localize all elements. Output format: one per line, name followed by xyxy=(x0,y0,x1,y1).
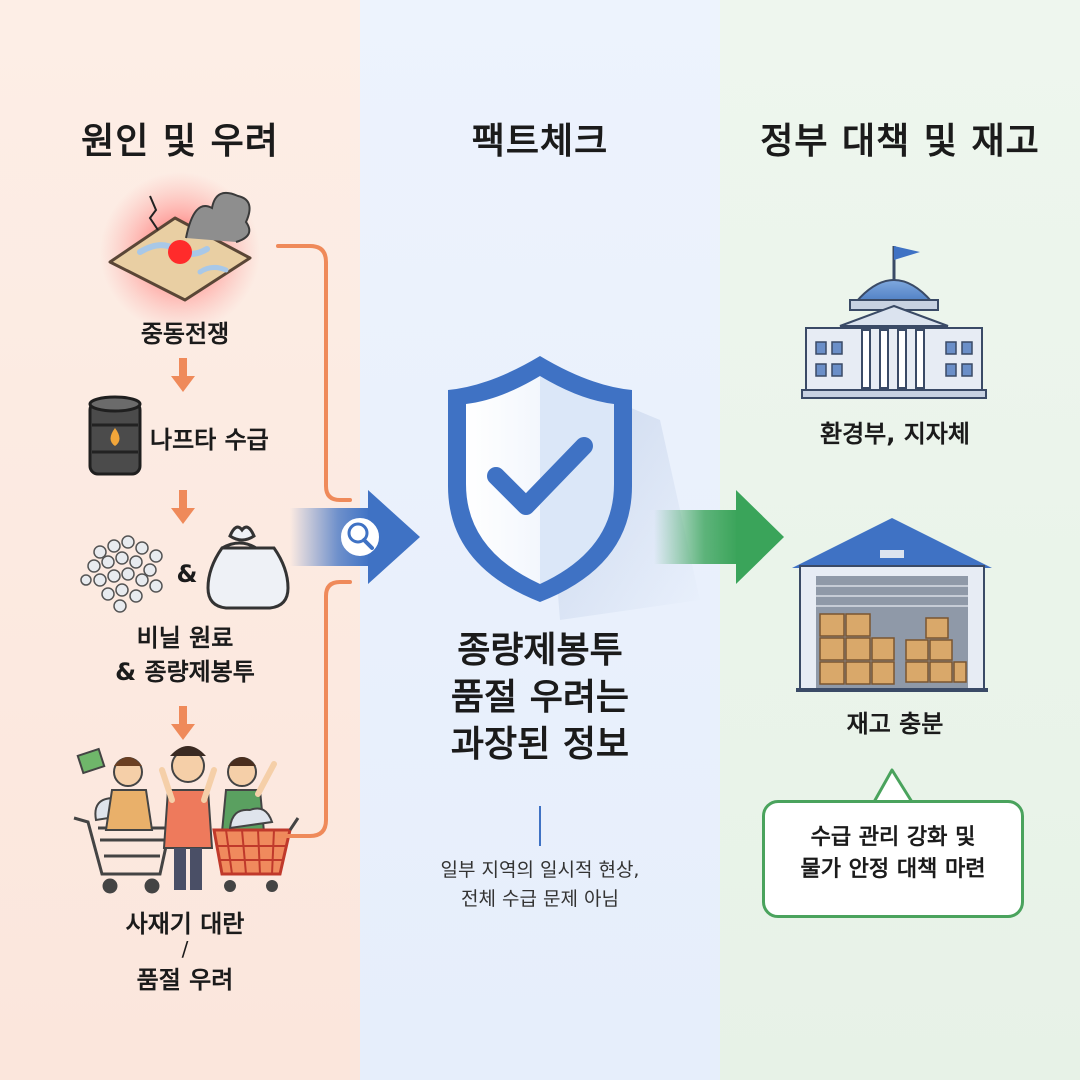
war-map-icon xyxy=(100,172,260,332)
headline-line-2: 품절 우려는 xyxy=(450,676,630,718)
government-title: 정부 대책 및 재고 xyxy=(760,121,1040,162)
factcheck-headline: 종량제봉투 품절 우려는 과장된 정보 xyxy=(380,628,700,768)
government-building-icon xyxy=(801,246,987,399)
cause-flow-arrow xyxy=(171,706,195,740)
factcheck-title: 팩트체크 xyxy=(471,121,609,162)
headline-line-1: 종량제봉투 xyxy=(457,630,623,671)
panic-shoppers-icon xyxy=(73,746,300,894)
cause-flow-arrow xyxy=(171,358,195,392)
shield-check-icon xyxy=(448,356,700,620)
bubble-pointer xyxy=(872,768,914,804)
headline-line-3: 과장된 정보 xyxy=(450,723,630,765)
plastic-pellets-icon xyxy=(80,535,163,613)
agency-label: 환경부, 지자체 xyxy=(820,420,970,448)
causes-title: 원인 및 우려 xyxy=(81,121,279,162)
cause-panic-separator: / xyxy=(181,937,189,961)
cause-panic-label-1: 사재기 대란 xyxy=(125,910,245,938)
measure-bubble xyxy=(762,800,1024,918)
measure-line-2: 물가 안정 대책 마련 xyxy=(800,856,986,882)
magnifier-icon xyxy=(341,518,379,556)
stock-label: 재고 충분 xyxy=(846,710,944,738)
cause-war-label: 중동전쟁 xyxy=(140,320,230,348)
factcheck-detail: 일부 지역의 일시적 현상, 전체 수급 문제 아님 xyxy=(390,856,690,913)
cause-material-label-2: & 종량제봉투 xyxy=(115,658,255,686)
detail-line-1: 일부 지역의 일시적 현상, xyxy=(440,859,640,881)
cause-naphtha-label: 나프타 수급 xyxy=(150,426,269,454)
cause-material-label-1: 비닐 원료 xyxy=(136,624,234,652)
measure-line-1: 수급 관리 강화 및 xyxy=(810,825,976,850)
trash-bag-icon xyxy=(206,525,290,610)
cause-flow-arrow xyxy=(171,490,195,524)
cause-ampersand: & xyxy=(176,560,198,588)
oil-barrel-icon xyxy=(88,395,142,476)
cause-panic-label-2: 품절 우려 xyxy=(136,966,234,994)
cause-bracket xyxy=(276,244,352,838)
government-arrow xyxy=(654,490,784,584)
measure-text: 수급 관리 강화 및 물가 안정 대책 마련 xyxy=(762,822,1024,886)
detail-line-2: 전체 수급 문제 아님 xyxy=(461,887,619,910)
warehouse-icon xyxy=(792,518,992,692)
